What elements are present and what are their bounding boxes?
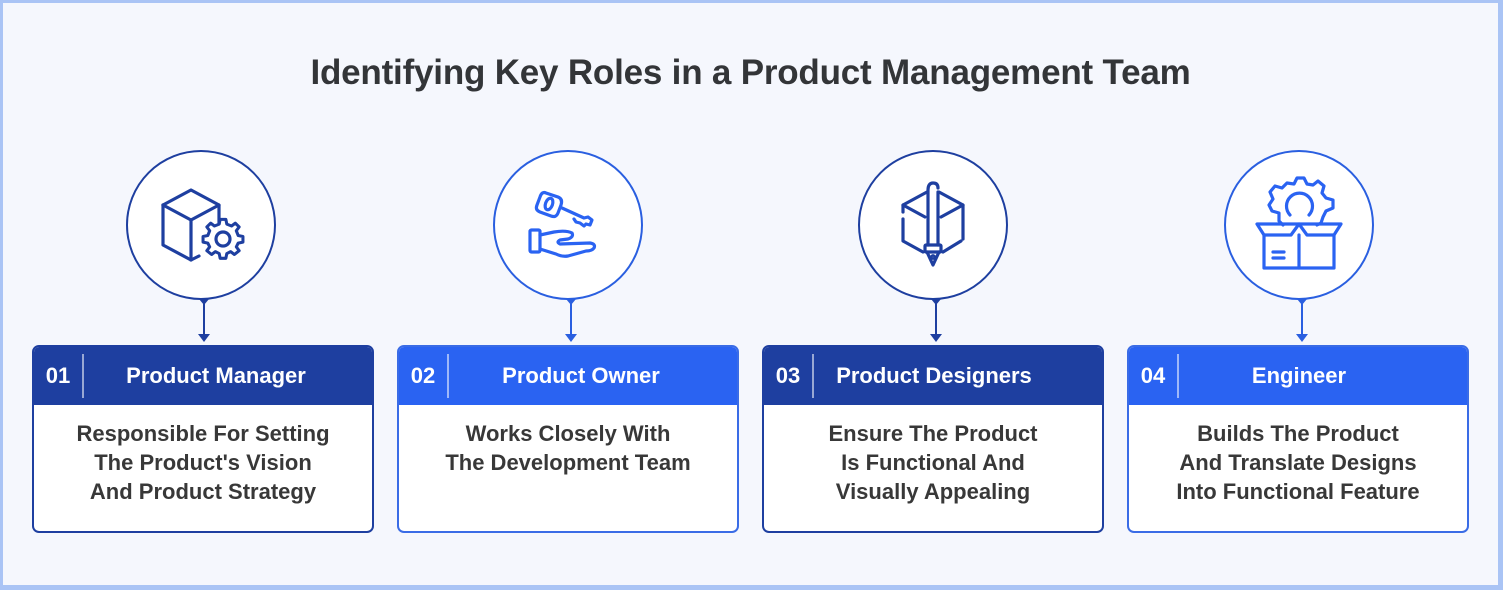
divider xyxy=(1177,354,1179,398)
description-line: Responsible For Setting xyxy=(76,421,330,446)
role-description: Ensure The Product Is Functional And Vis… xyxy=(764,405,1102,506)
hand-key-icon xyxy=(528,190,597,258)
description-line: Ensure The Product xyxy=(828,421,1038,446)
icon-circle xyxy=(1224,150,1374,300)
role-description: Responsible For Setting The Product's Vi… xyxy=(34,405,372,506)
role-card: 03 Product Designers Ensure The Product … xyxy=(762,345,1104,533)
divider xyxy=(82,354,84,398)
description-line: Builds The Product xyxy=(1197,421,1399,446)
role-number: 04 xyxy=(1140,363,1166,388)
role-label: Product Manager xyxy=(126,363,306,388)
icon-circle xyxy=(126,150,276,300)
description-line: And Product Strategy xyxy=(89,479,317,504)
infographic-canvas: Identifying Key Roles in a Product Manag… xyxy=(3,3,1498,585)
page-title: Identifying Key Roles in a Product Manag… xyxy=(310,53,1191,92)
role-description: Works Closely With The Development Team xyxy=(399,405,737,477)
card-header: 02 Product Owner xyxy=(399,347,737,405)
card-header: 01 Product Manager xyxy=(34,347,372,405)
card-header: 04 Engineer xyxy=(1129,347,1467,405)
role-description: Builds The Product And Translate Designs… xyxy=(1129,405,1467,506)
role-number: 03 xyxy=(775,363,801,388)
role-label: Product Owner xyxy=(502,363,660,388)
role-label: Engineer xyxy=(1251,363,1347,388)
role-product-owner: 02 Product Owner Works Closely With The … xyxy=(368,3,739,585)
description-line: The Product's Vision xyxy=(94,450,312,475)
connector-arrow xyxy=(198,299,210,342)
role-card: 02 Product Owner Works Closely With The … xyxy=(397,345,739,533)
divider xyxy=(447,354,449,398)
role-number: 02 xyxy=(410,363,436,388)
description-line: Into Functional Feature xyxy=(1176,479,1420,504)
role-number: 01 xyxy=(45,363,71,388)
divider xyxy=(812,354,814,398)
role-label: Product Designers xyxy=(836,363,1032,388)
description-line: And Translate Designs xyxy=(1179,450,1417,475)
role-product-manager: 01 Product Manager Responsible For Setti… xyxy=(3,3,374,585)
connector-arrow xyxy=(1296,299,1308,342)
description-line: Is Functional And xyxy=(841,450,1025,475)
description-line: Visually Appealing xyxy=(835,479,1031,504)
description-line: Works Closely With xyxy=(465,421,671,446)
icon-circle xyxy=(493,150,643,300)
cube-gear-icon xyxy=(161,188,245,262)
role-card: 04 Engineer Builds The Product And Trans… xyxy=(1127,345,1469,533)
box-gear-icon xyxy=(1255,176,1343,270)
role-engineer: 04 Engineer Builds The Product And Trans… xyxy=(1098,3,1469,585)
connector-arrow xyxy=(930,299,942,342)
connector-arrow xyxy=(565,299,577,342)
card-header: 03 Product Designers xyxy=(764,347,1102,405)
role-card: 01 Product Manager Responsible For Setti… xyxy=(32,345,374,533)
description-line: The Development Team xyxy=(445,450,691,475)
cube-pen-icon xyxy=(901,181,965,267)
icon-circle xyxy=(858,150,1008,300)
role-product-designers: 03 Product Designers Ensure The Product … xyxy=(733,3,1104,585)
